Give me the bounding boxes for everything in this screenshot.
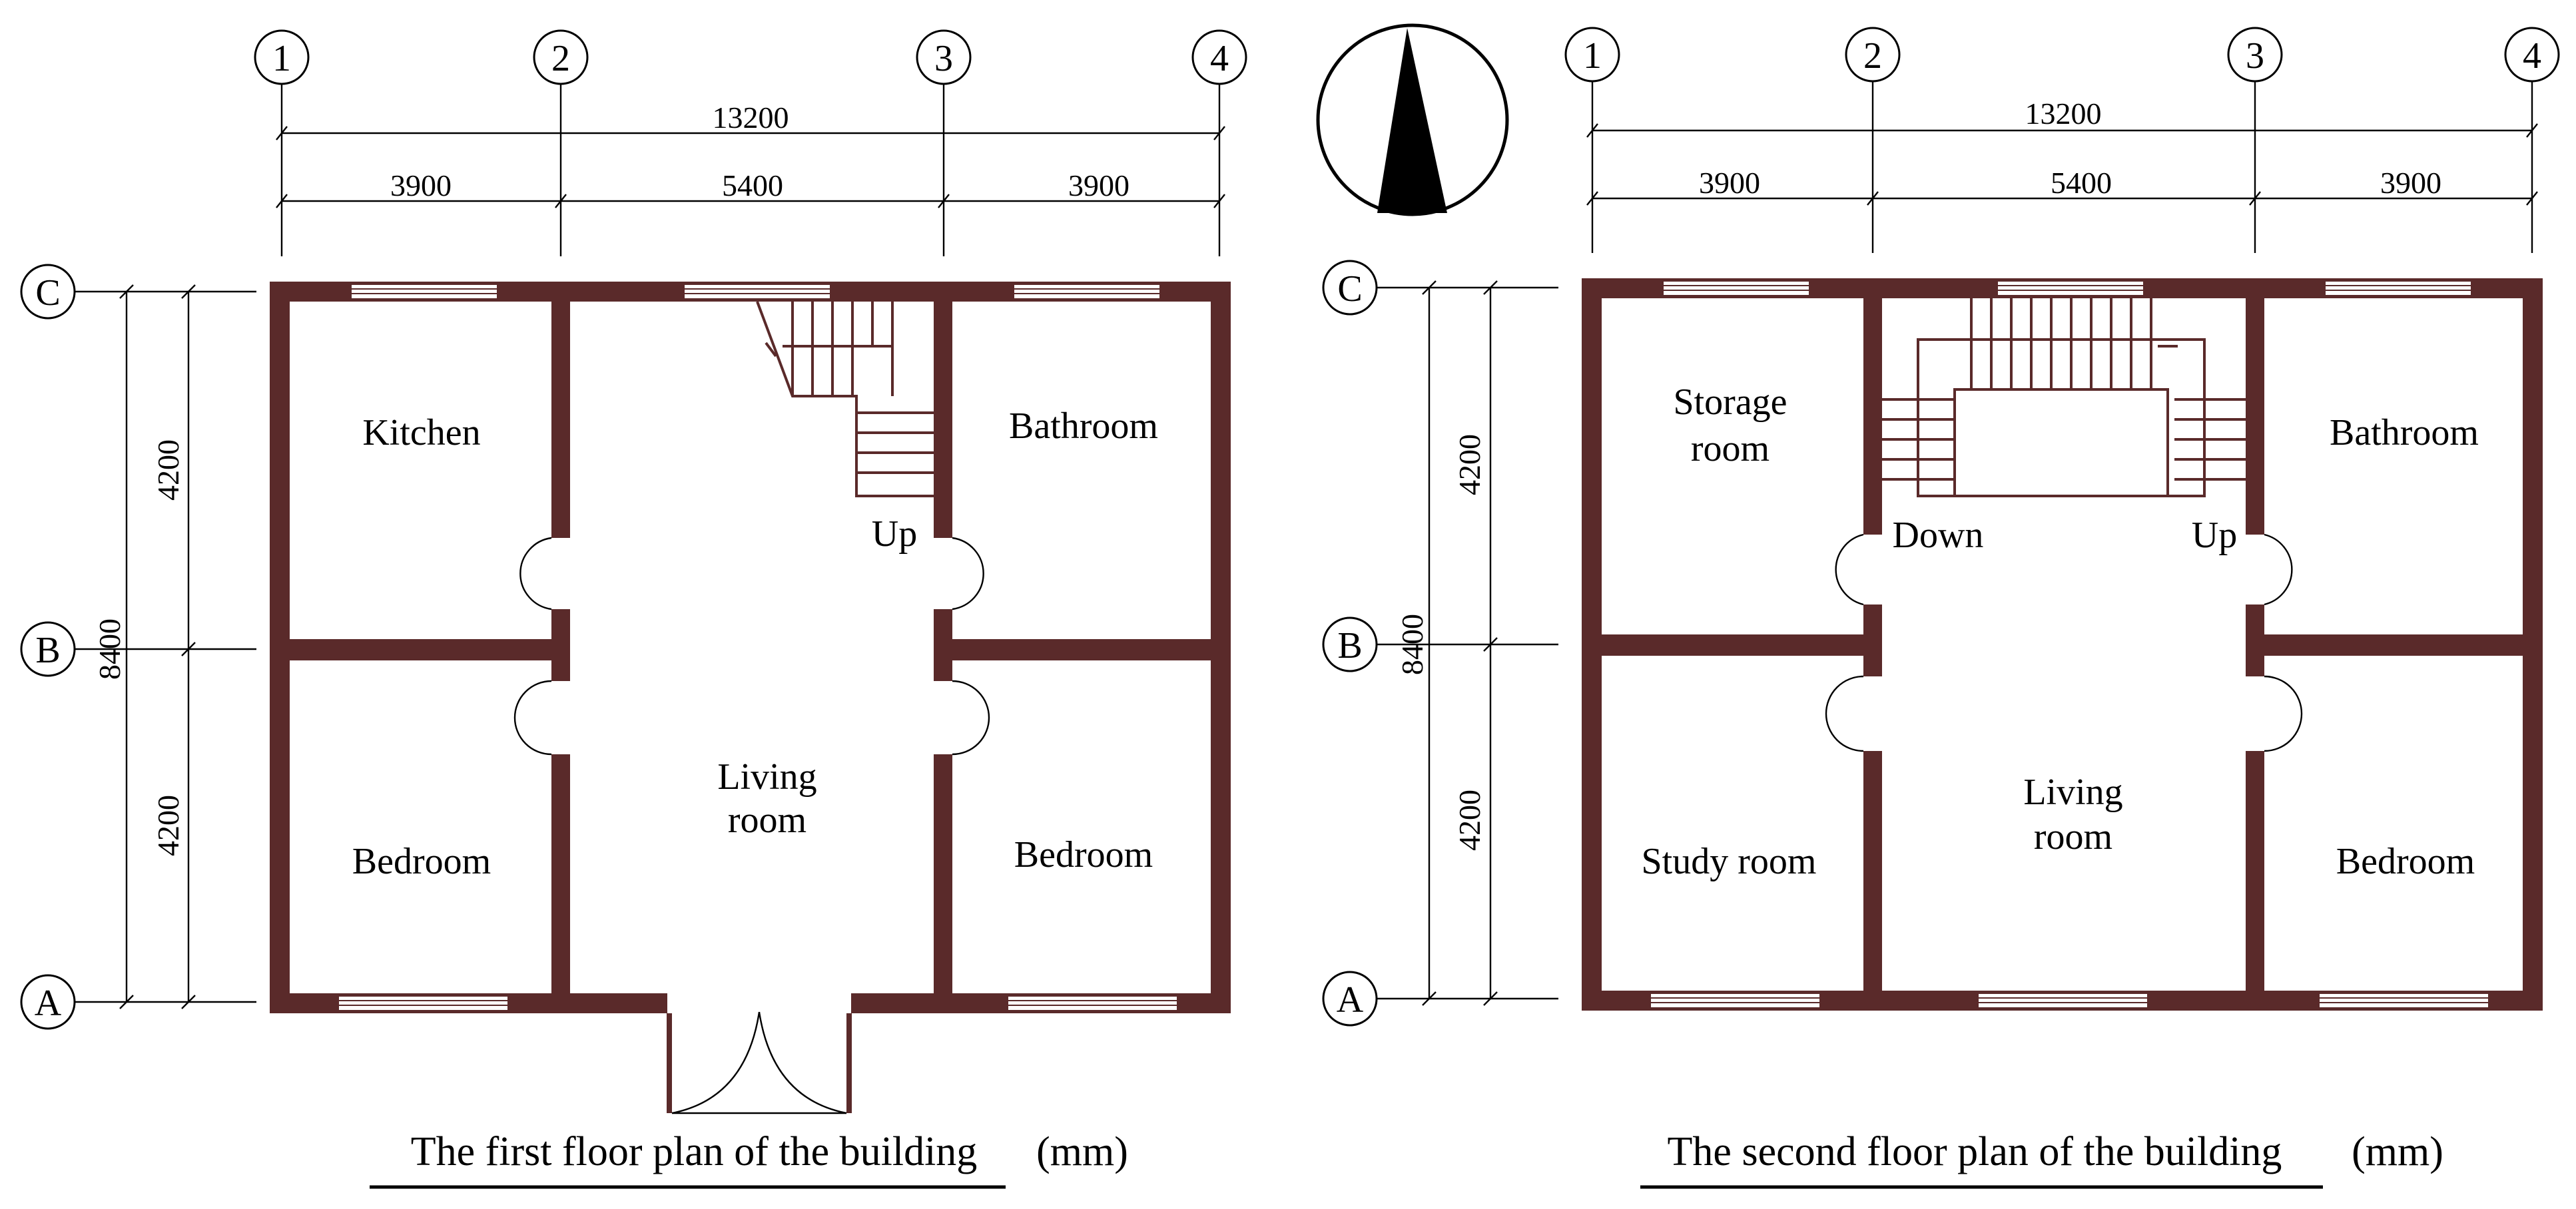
dimension-x-2: 5400	[722, 168, 783, 202]
grid-label-2: 2	[1863, 35, 1882, 77]
room-label-living-line1: Living	[2023, 772, 2122, 813]
dimension-total-y: 8400	[93, 618, 127, 680]
room-labels: Kitchen Bedroom Living room Bathroom Bed…	[352, 405, 1158, 882]
room-label-kitchen: Kitchen	[362, 412, 480, 453]
room-label-living-line2: room	[2034, 816, 2112, 857]
plan-title-text: The first floor plan of the building	[411, 1129, 978, 1174]
plan-unit: (mm)	[2352, 1129, 2443, 1174]
vertical-dimensions: 8400 4200 4200	[1377, 280, 1558, 1006]
dimension-x-1: 3900	[1699, 166, 1760, 200]
grid-label-1: 1	[1583, 35, 1602, 77]
grid-extension-lines	[280, 84, 1221, 256]
grid-column-bubbles: 1 2 3 4	[1564, 27, 2560, 83]
windows	[338, 284, 1178, 1011]
doors	[513, 537, 990, 1114]
dimension-y-upper: 4200	[151, 439, 185, 501]
grid-label-1: 1	[272, 38, 291, 79]
grid-label-3: 3	[2246, 35, 2264, 77]
windows	[1650, 280, 2489, 1009]
dimension-x-3: 3900	[1068, 168, 1129, 202]
grid-row-bubbles: C B A	[1322, 260, 1378, 1027]
second-floor-plan: 1 2 3 4 13200 3900 5400 3900	[1322, 27, 2560, 1189]
room-label-study-room: Study room	[1642, 841, 1817, 882]
room-label-living-line1: Living	[717, 756, 816, 798]
dimension-y-upper: 4200	[1452, 434, 1486, 495]
window	[2318, 993, 2489, 1009]
plan-title: The second floor plan of the building (m…	[1640, 1129, 2443, 1189]
grid-column-bubbles: 1 2 3 4	[254, 29, 1247, 85]
room-label-bathroom: Bathroom	[1009, 405, 1158, 447]
staircase: Up	[756, 301, 934, 555]
north-arrow-icon	[1316, 23, 1509, 216]
grid-row-bubbles: C B A	[20, 264, 76, 1030]
stair-down-label: Down	[1893, 515, 1984, 556]
grid-label-2: 2	[551, 38, 570, 79]
window	[1997, 280, 2144, 296]
staircase: Down Up	[1882, 298, 2246, 556]
grid-label-A: A	[35, 983, 62, 1024]
plan-title: The first floor plan of the building (mm…	[370, 1129, 1128, 1189]
dimension-y-lower: 4200	[1452, 790, 1486, 851]
grid-label-C: C	[35, 272, 60, 314]
room-label-bedroom: Bedroom	[2336, 841, 2475, 882]
dimension-total-x: 13200	[713, 101, 789, 134]
window	[1650, 993, 1821, 1009]
dimension-total-x: 13200	[2025, 97, 2102, 130]
window	[1662, 280, 1810, 296]
window	[1013, 284, 1161, 300]
grid-extension-lines	[1591, 81, 2533, 253]
stair-up-label: Up	[872, 513, 917, 555]
dimension-x-3: 3900	[2380, 166, 2441, 200]
window	[1977, 993, 2148, 1009]
grid-label-C: C	[1337, 268, 1362, 310]
plan-unit: (mm)	[1036, 1129, 1128, 1174]
grid-label-4: 4	[2523, 35, 2541, 77]
window	[350, 284, 498, 300]
first-floor-plan: 1 2 3 4 13200 3900 5400	[20, 29, 1247, 1189]
doors	[1825, 533, 2303, 752]
dimension-total-y: 8400	[1395, 614, 1429, 675]
room-label-storage-line1: Storage	[1673, 381, 1787, 423]
grid-label-B: B	[35, 630, 60, 671]
room-labels: Storage room Study room Living room Bath…	[1642, 381, 2479, 882]
horizontal-dimensions: 13200 3900 5400 3900	[1586, 97, 2538, 206]
grid-label-B: B	[1337, 625, 1362, 666]
room-label-storage-line2: room	[1691, 428, 1770, 469]
dimension-y-lower: 4200	[151, 795, 185, 856]
dimension-x-2: 5400	[2051, 166, 2112, 200]
horizontal-dimensions: 13200 3900 5400 3900	[276, 101, 1225, 208]
window	[1007, 995, 1178, 1011]
window	[2324, 280, 2472, 296]
room-label-living-line2: room	[728, 800, 806, 841]
stair-up-label: Up	[2192, 515, 2237, 556]
window	[683, 284, 831, 300]
dimension-x-1: 3900	[390, 168, 452, 202]
window	[338, 995, 509, 1011]
vertical-dimensions: 8400 4200 4200	[75, 284, 256, 1009]
grid-label-3: 3	[934, 38, 953, 79]
room-label-bedroom-right: Bedroom	[1014, 834, 1153, 875]
room-label-bedroom-left: Bedroom	[352, 841, 491, 882]
room-label-bathroom: Bathroom	[2330, 412, 2479, 453]
grid-label-4: 4	[1210, 38, 1229, 79]
grid-label-A: A	[1337, 979, 1364, 1021]
plan-title-text: The second floor plan of the building	[1668, 1129, 2282, 1174]
